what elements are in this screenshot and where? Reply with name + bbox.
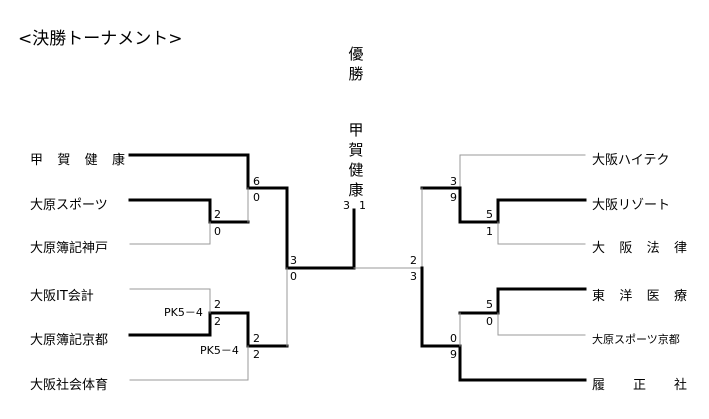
score: 2 (214, 315, 221, 328)
score: 0 (253, 191, 260, 204)
team-left-2: 大原スポーツ (30, 198, 108, 213)
score: 2 (253, 332, 260, 345)
pk-note: PK5－4 (200, 344, 239, 357)
bracket-line (421, 154, 586, 189)
score: 2 (253, 348, 260, 361)
team-right-3: 大阪法律 (592, 241, 687, 256)
bracket-line (497, 312, 586, 336)
score: 0 (486, 315, 493, 328)
score-final-right: 1 (359, 199, 366, 212)
champion-name: 甲 賀 健 康 (348, 121, 364, 199)
score: 9 (450, 348, 457, 361)
team-left-4: 大阪IT会計 (30, 289, 94, 304)
score: 3 (410, 270, 417, 283)
score: 9 (450, 191, 457, 204)
team-right-4: 東洋医療 (592, 289, 687, 304)
bracket-line (458, 198, 587, 224)
bracket-line (128, 198, 250, 224)
team-left-1: 甲賀健康 (30, 153, 125, 168)
team-left-3: 大原簿記神戸 (30, 241, 109, 256)
score: 0 (450, 332, 457, 345)
score: 5 (486, 208, 493, 221)
bracket-line (420, 344, 587, 382)
bracket-line (128, 311, 250, 337)
team-right-6: 履正社 (592, 378, 687, 393)
score: 3 (450, 175, 457, 188)
team-left-5: 大原簿記京都 (30, 333, 109, 348)
team-right-1: 大阪ハイテク (592, 153, 670, 168)
bracket-line (129, 345, 249, 381)
bracket-line (129, 288, 211, 314)
score: 2 (214, 298, 221, 311)
score: 0 (290, 270, 297, 283)
score: 6 (253, 175, 260, 188)
bracket-line (129, 221, 211, 245)
bracket-line (458, 287, 587, 315)
score: 3 (290, 254, 297, 267)
pk-note: PK5－4 (164, 306, 203, 319)
score: 2 (214, 208, 221, 221)
score: 1 (486, 225, 493, 238)
team-left-6: 大阪社会体育 (30, 378, 109, 393)
team-right-5: 大原スポーツ京都 (592, 333, 680, 346)
score: 0 (214, 225, 221, 238)
team-right-2: 大阪リゾート (592, 198, 671, 213)
score: 5 (486, 298, 493, 311)
champion-label: 優 勝 (348, 45, 364, 83)
bracket-line (497, 221, 586, 245)
bracket-line (420, 186, 462, 224)
page-title: <決勝トーナメント> (18, 29, 183, 49)
bracket-line (128, 153, 289, 190)
score-final-left: 3 (343, 199, 350, 212)
score: 2 (410, 254, 417, 267)
